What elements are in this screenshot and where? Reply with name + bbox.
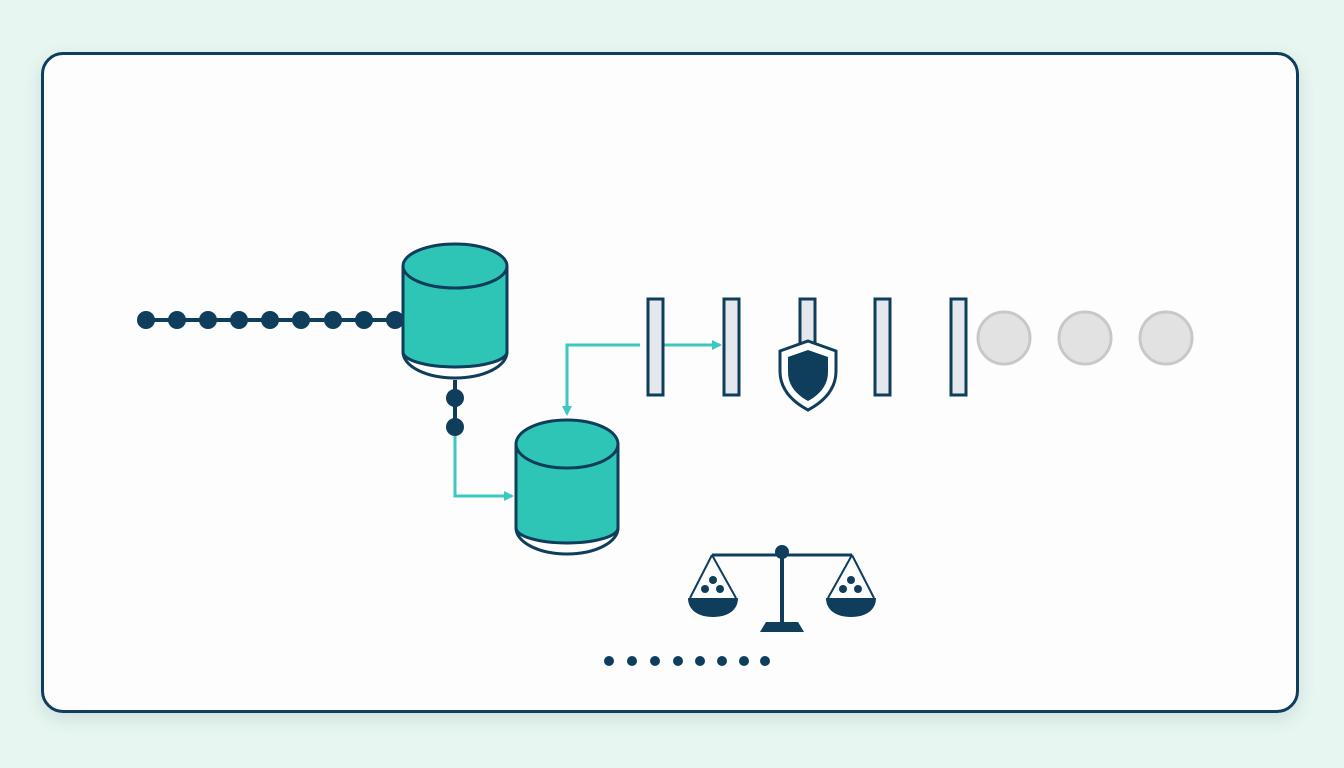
arrow-into-second-database — [562, 343, 640, 416]
placeholder-circle-3 — [1138, 310, 1194, 366]
placeholder-circle-1 — [976, 310, 1032, 366]
secondary-database-icon — [514, 418, 620, 556]
gate-bar-2 — [722, 297, 741, 397]
input-dot-chain — [137, 311, 404, 329]
output-dot-row — [604, 656, 770, 666]
diagram-panel — [41, 52, 1299, 713]
balance-scale-icon — [688, 545, 876, 632]
arrow-to-second-database — [453, 436, 514, 501]
gate-bar-1 — [646, 297, 665, 397]
placeholder-circle-2 — [1057, 310, 1113, 366]
gate-bar-4 — [873, 297, 892, 397]
gate-bar-5 — [949, 297, 968, 397]
primary-database-icon — [401, 242, 509, 380]
shield-icon — [778, 339, 838, 412]
database-connector — [446, 380, 464, 436]
